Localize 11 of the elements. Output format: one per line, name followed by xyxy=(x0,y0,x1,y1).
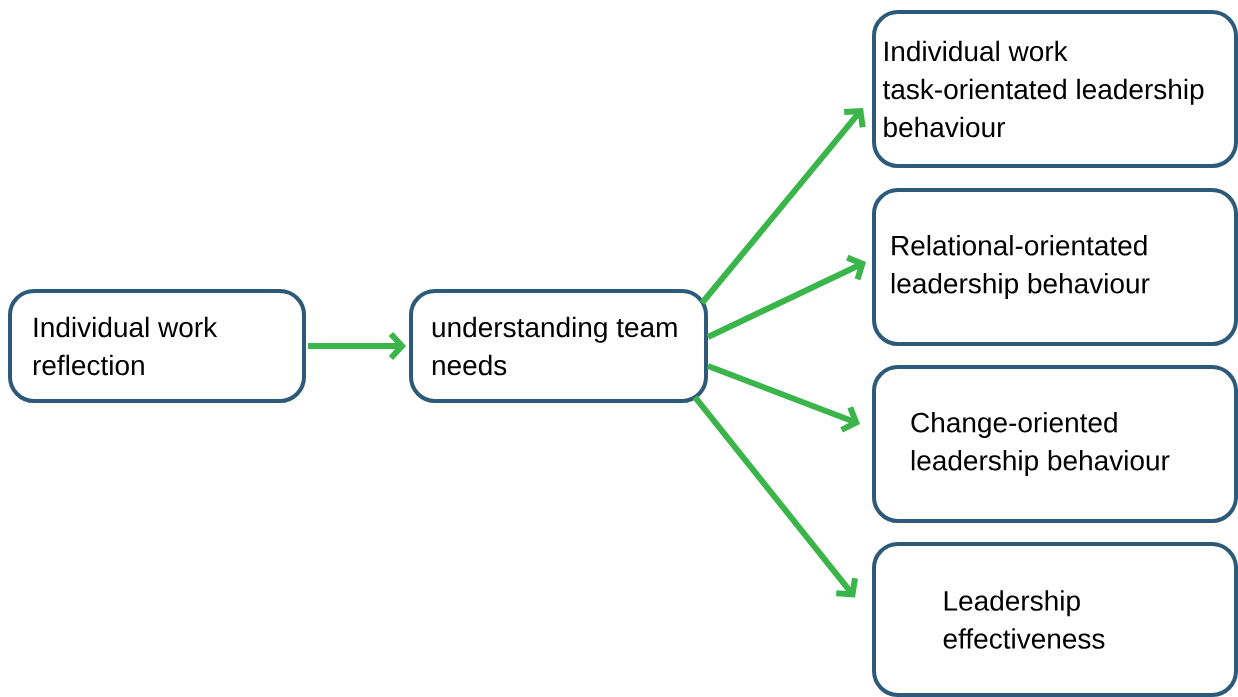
arrow xyxy=(699,108,866,305)
process-box: Individual work task-orientated leadership behaviour xyxy=(872,10,1238,168)
arrow xyxy=(706,254,866,340)
process-box: Relational-orientated leadership behaviour xyxy=(872,188,1238,346)
arrow xyxy=(706,363,860,433)
process-box: Change-oriented leadership behaviour xyxy=(872,365,1238,523)
process-box: Leadership effectiveness xyxy=(872,542,1238,697)
arrow xyxy=(692,395,858,598)
arrow xyxy=(308,332,406,361)
process-box: understanding team needs xyxy=(409,289,708,403)
process-box: Individual work reflection xyxy=(8,289,306,403)
